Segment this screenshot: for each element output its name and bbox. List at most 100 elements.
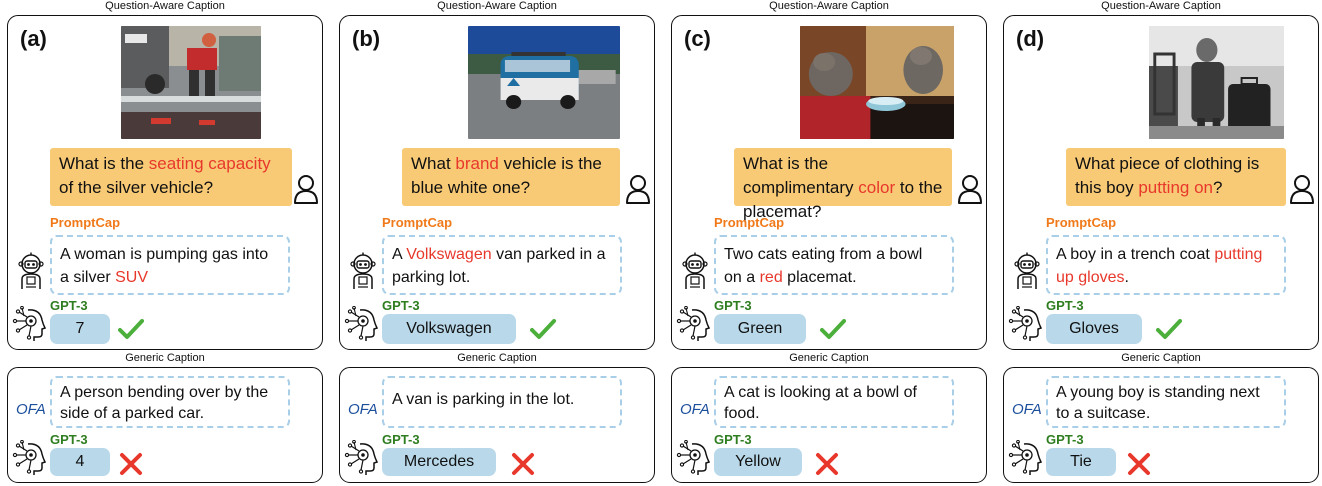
user-icon: [293, 174, 319, 204]
question-aware-caption-label: Question-Aware Caption: [105, 0, 225, 12]
generic-answer: 4: [50, 448, 110, 476]
generic-caption-label: Generic Caption: [457, 352, 537, 364]
photo-boy-suitcase: [1149, 26, 1284, 139]
robot-icon: [16, 252, 46, 290]
question-aware-caption-label: Question-Aware Caption: [437, 0, 557, 12]
gpt3-label: GPT-3: [1046, 432, 1084, 447]
panel-tag: (d): [1016, 26, 1045, 51]
cross-icon: [1126, 451, 1152, 477]
ai-brain-icon: [344, 440, 380, 476]
caption-highlight: Volkswagen: [406, 246, 492, 263]
promptcap-answer: Volkswagen: [382, 314, 516, 344]
generic-box: OFA A van is parking in the lot. GPT-3 M…: [339, 367, 655, 483]
question-aware-caption-label: Question-Aware Caption: [1101, 0, 1221, 12]
ofa-label: OFA: [348, 401, 378, 418]
question-text: What piece of clothing is this boy: [1075, 154, 1260, 197]
question-text: What is the: [59, 154, 149, 173]
promptcap-caption: Two cats eating from a bowl on a red pla…: [714, 235, 954, 295]
panel-tag: (b): [352, 26, 381, 51]
ai-brain-icon: [676, 440, 712, 476]
panel-tag: (c): [684, 26, 711, 51]
question-highlight: brand: [455, 154, 499, 173]
promptcap-label: PromptCap: [1046, 215, 1117, 230]
cross-icon: [510, 451, 536, 477]
caption-text-end: van parked in a parking lot.: [392, 246, 606, 286]
promptcap-label: PromptCap: [714, 215, 785, 230]
ofa-label: OFA: [1012, 401, 1042, 418]
ai-brain-icon: [12, 306, 48, 342]
generic-caption: A young boy is standing next to a suitca…: [1046, 376, 1286, 428]
question-text: What: [411, 154, 456, 173]
gpt3-label: GPT-3: [714, 432, 752, 447]
ai-brain-icon: [344, 306, 380, 342]
question-aware-box: (b) What brand vehicle is the blue white…: [339, 15, 655, 350]
caption-highlight: red: [759, 269, 783, 286]
generic-box: OFA A person bending over by the side of…: [7, 367, 323, 483]
photo-cats: [800, 26, 954, 139]
question-bubble: What is the seating capacity of the silv…: [50, 148, 292, 206]
checkmark-icon: [118, 316, 144, 342]
gpt3-label: GPT-3: [50, 432, 88, 447]
caption-highlight: SUV: [115, 269, 149, 286]
user-icon: [1289, 174, 1315, 204]
question-highlight: putting on: [1138, 178, 1213, 197]
panel-tag: (a): [20, 26, 47, 51]
generic-caption: A person bending over by the side of a p…: [50, 376, 290, 428]
question-aware-box: (d) What piece of clothing is this boy p…: [1003, 15, 1319, 350]
ofa-label: OFA: [16, 401, 46, 418]
panel-b: Question-Aware Caption (b) What brand ve…: [339, 0, 655, 486]
question-aware-box: (a) What is the seating capacity of the …: [7, 15, 323, 350]
question-text-end: vehicle is the blue white one?: [411, 154, 602, 197]
checkmark-icon: [530, 316, 556, 342]
cross-icon: [814, 451, 840, 477]
question-text-end: of the silver vehicle?: [59, 178, 214, 197]
question-highlight: color: [858, 178, 896, 197]
generic-answer: Mercedes: [382, 448, 496, 476]
question-bubble: What is the complimentary color to the p…: [734, 148, 952, 221]
question-highlight: seating capacity: [148, 154, 271, 173]
ofa-label: OFA: [680, 401, 710, 418]
panel-a: Question-Aware Caption (a) What is the s…: [7, 0, 323, 486]
ai-brain-icon: [1008, 306, 1044, 342]
generic-caption: A van is parking in the lot.: [382, 376, 622, 428]
checkmark-icon: [1156, 316, 1182, 342]
ai-brain-icon: [12, 440, 48, 476]
generic-answer: Yellow: [714, 448, 802, 476]
caption-text: Two cats eating from a bowl on a: [724, 246, 923, 286]
question-bubble: What brand vehicle is the blue white one…: [402, 148, 620, 206]
gpt3-label: GPT-3: [382, 432, 420, 447]
promptcap-label: PromptCap: [382, 215, 453, 230]
generic-caption-label: Generic Caption: [1121, 352, 1201, 364]
gpt3-label: GPT-3: [50, 298, 88, 313]
generic-box: OFA A young boy is standing next to a su…: [1003, 367, 1319, 483]
photo-vw-van: [468, 26, 620, 139]
promptcap-caption: A boy in a trench coat putting up gloves…: [1046, 235, 1286, 295]
generic-caption-label: Generic Caption: [125, 352, 205, 364]
generic-caption-label: Generic Caption: [789, 352, 869, 364]
photo-gas-station: [121, 26, 261, 139]
ai-brain-icon: [1008, 440, 1044, 476]
promptcap-answer: Gloves: [1046, 314, 1142, 344]
promptcap-caption: A woman is pumping gas into a silver SUV: [50, 235, 290, 295]
question-bubble: What piece of clothing is this boy putti…: [1066, 148, 1286, 206]
checkmark-icon: [820, 316, 846, 342]
robot-icon: [680, 252, 710, 290]
question-text-end: ?: [1213, 178, 1223, 197]
caption-text: A woman is pumping gas into a silver: [60, 246, 269, 286]
promptcap-label: PromptCap: [50, 215, 121, 230]
gpt3-label: GPT-3: [714, 298, 752, 313]
question-text-end: to the placemat?: [743, 178, 943, 221]
generic-answer: Tie: [1046, 448, 1116, 476]
caption-highlight: putting up gloves: [1056, 246, 1263, 286]
user-icon: [957, 174, 983, 204]
promptcap-caption: A Volkswagen van parked in a parking lot…: [382, 235, 622, 295]
generic-caption: A cat is looking at a bowl of food.: [714, 376, 954, 428]
caption-text-end: placemat.: [782, 269, 857, 286]
caption-text: A: [392, 246, 407, 263]
question-text: What is the complimentary: [743, 154, 859, 197]
caption-text-end: .: [1124, 269, 1129, 286]
panel-d: Question-Aware Caption (d) What piece of…: [1003, 0, 1319, 486]
gpt3-label: GPT-3: [1046, 298, 1084, 313]
robot-icon: [348, 252, 378, 290]
question-aware-caption-label: Question-Aware Caption: [769, 0, 889, 12]
